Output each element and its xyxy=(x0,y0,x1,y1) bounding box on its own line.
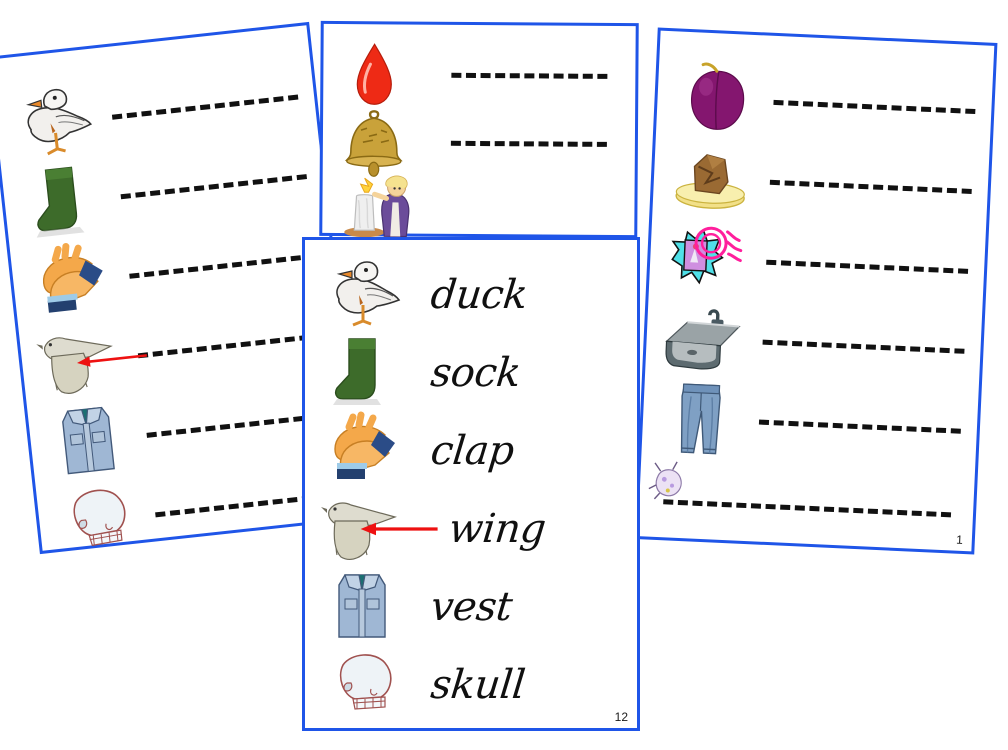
word-text: duck xyxy=(428,272,530,318)
blank-writing-line xyxy=(111,94,299,120)
wing-icon xyxy=(32,315,147,408)
word-text: sock xyxy=(428,350,523,396)
worksheet-row xyxy=(10,212,336,330)
duck-icon xyxy=(6,77,101,170)
worksheet-card-left[interactable] xyxy=(0,21,364,555)
worksheet-row xyxy=(323,38,635,112)
page-number: 12 xyxy=(614,710,628,724)
worksheet-row: vest xyxy=(305,568,637,646)
duck-icon xyxy=(319,253,405,337)
blank-writing-line xyxy=(120,173,307,199)
clap-icon xyxy=(23,236,118,329)
blank-writing-line xyxy=(137,332,325,358)
candle-icon xyxy=(330,174,424,239)
word-text: clap xyxy=(428,428,517,474)
worksheet-row xyxy=(639,450,975,525)
worksheet-row xyxy=(656,57,993,152)
blank-writing-line xyxy=(769,179,972,194)
blank-writing-line xyxy=(766,259,969,274)
ring-icon xyxy=(662,215,752,303)
bell-icon xyxy=(337,106,412,179)
worksheet-row: wing xyxy=(305,490,637,568)
skull-icon xyxy=(319,643,405,727)
sock-icon xyxy=(15,156,110,249)
worksheet-row xyxy=(641,376,978,471)
word-text: vest xyxy=(428,584,515,630)
worksheet-row: duck xyxy=(305,256,637,334)
word-text: wing xyxy=(446,506,548,552)
worksheet-row xyxy=(18,292,344,410)
worksheet-row: sock xyxy=(305,334,637,412)
worksheet-row: skull xyxy=(305,646,637,724)
worksheet-row xyxy=(35,451,361,569)
blank-writing-line xyxy=(129,253,316,279)
blank-writing-line xyxy=(773,99,976,114)
worksheet-card-front[interactable]: duck sock xyxy=(302,237,640,731)
blank-writing-line xyxy=(451,72,608,79)
worksheet-row xyxy=(322,174,634,240)
rock-icon xyxy=(666,135,756,223)
worksheet-card-right[interactable]: 1 xyxy=(634,27,998,555)
worksheet-row xyxy=(27,371,353,489)
wing-icon xyxy=(319,487,438,571)
worksheet-row xyxy=(0,53,318,171)
skull-icon xyxy=(49,474,144,567)
pointer-arrow-icon xyxy=(360,522,438,536)
vest-icon xyxy=(319,565,405,649)
word-text: skull xyxy=(428,662,528,708)
pointer-arrow-icon xyxy=(77,354,147,367)
clap-icon xyxy=(319,409,405,493)
blank-writing-line xyxy=(762,339,965,354)
worksheet-card-top[interactable] xyxy=(319,20,639,240)
sock-icon xyxy=(319,331,405,415)
pants-icon xyxy=(655,375,745,463)
worksheet-row xyxy=(645,296,982,391)
blank-writing-line xyxy=(450,140,607,147)
plum-icon xyxy=(670,55,760,143)
worksheet-row xyxy=(1,133,327,251)
worksheet-row xyxy=(649,216,986,311)
page-number: 1 xyxy=(955,532,964,547)
worksheet-row xyxy=(323,106,635,180)
sink-icon xyxy=(659,295,749,383)
vest-icon xyxy=(41,395,136,488)
worksheet-row: clap xyxy=(305,409,637,493)
bug-icon xyxy=(645,459,695,505)
blank-writing-line xyxy=(758,419,961,434)
drop-icon xyxy=(337,38,412,111)
worksheet-row xyxy=(652,137,989,232)
